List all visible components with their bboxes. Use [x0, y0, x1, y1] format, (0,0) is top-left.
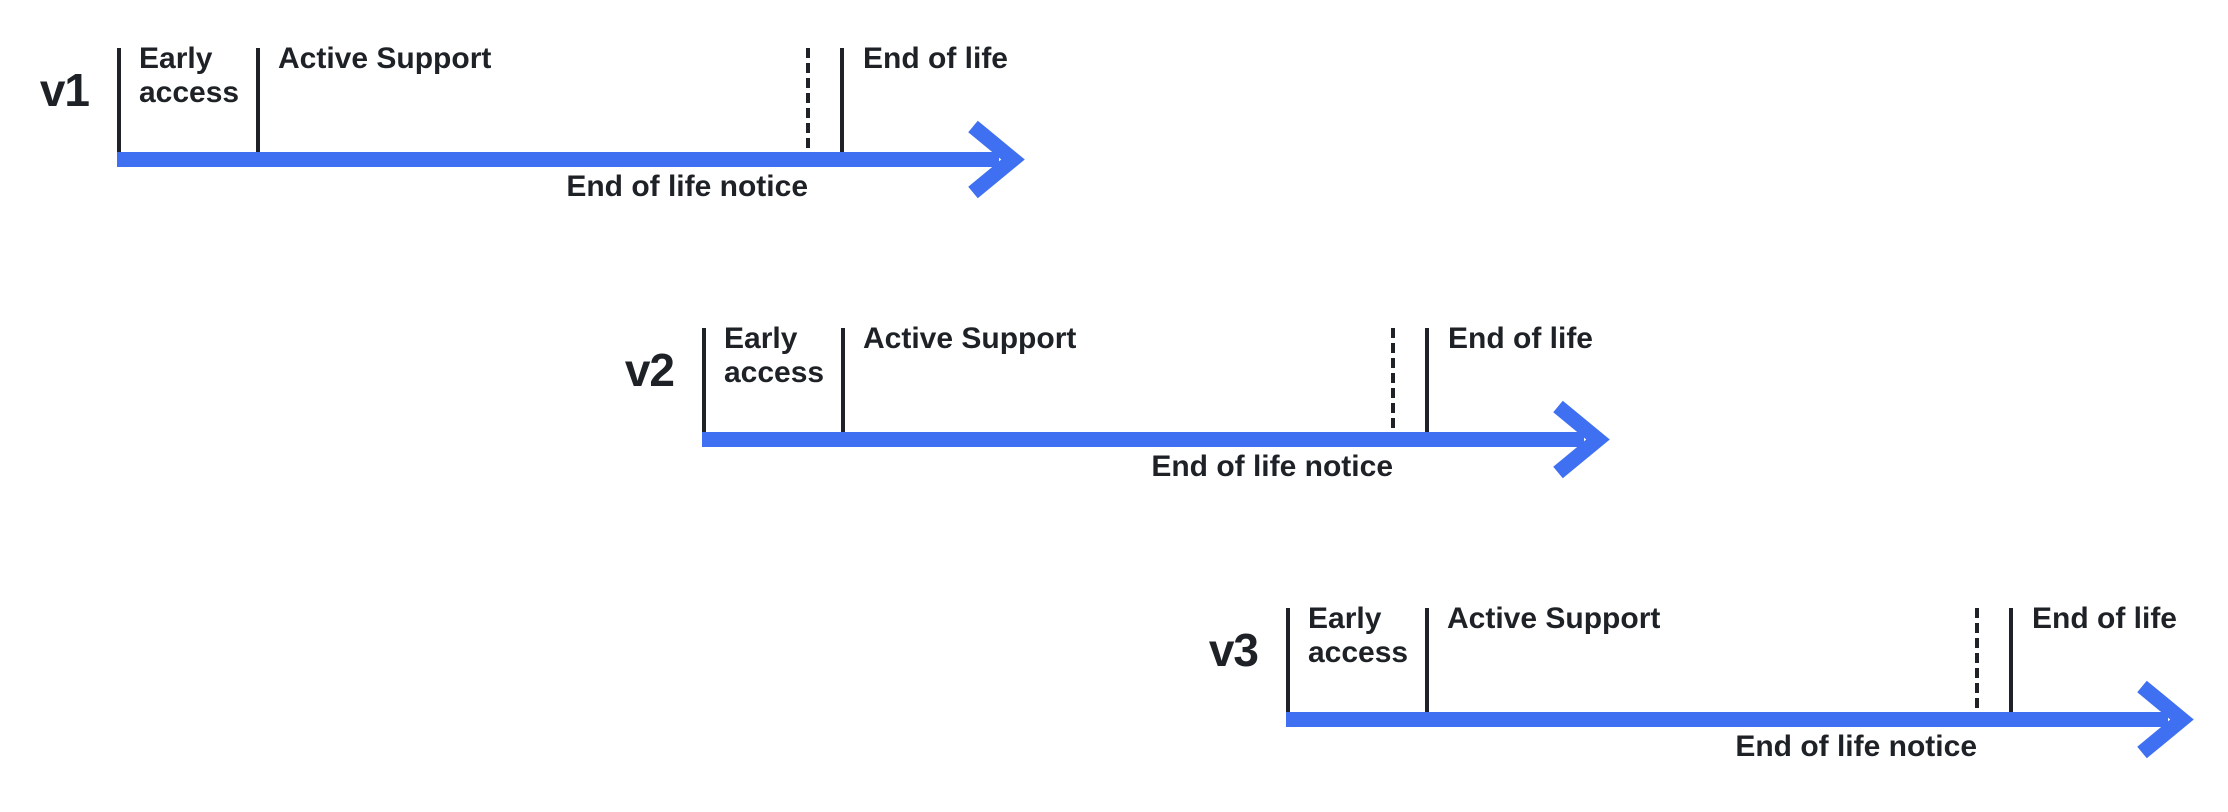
timeline-row-v2: v2 Early access Active Support End of li… [625, 322, 1642, 528]
phase-label-end-of-life: End of life [2032, 602, 2177, 635]
version-label: v2 [624, 344, 675, 396]
tick-active-support-start [841, 328, 845, 432]
tick-end-of-life [840, 48, 844, 152]
phase-label-early-access: Early access [139, 42, 240, 109]
tick-early-access-start [117, 48, 121, 152]
arrow-head [2137, 680, 2194, 759]
arrow-head [968, 120, 1025, 199]
timeline-arrow [1286, 680, 2194, 759]
version-label: v3 [1208, 624, 1259, 676]
phase-label-active-support: Active Support [1447, 602, 1661, 635]
timeline-row-v1: v1 Early access Active Support End of li… [40, 42, 1057, 248]
tick-early-access-start [1286, 608, 1290, 712]
version-label: v1 [39, 64, 90, 116]
tick-active-support-start [256, 48, 260, 152]
timeline-row-v3: v3 Early access Active Support End of li… [1209, 602, 2226, 808]
phase-label-active-support: Active Support [863, 322, 1077, 355]
phase-label-end-of-life-notice: End of life notice [1151, 450, 1393, 483]
arrow-head [1553, 400, 1610, 479]
tick-end-of-life-notice-dashed [806, 48, 810, 148]
phase-label-end-of-life: End of life [863, 42, 1008, 75]
tick-early-access-start [702, 328, 706, 432]
phase-label-end-of-life: End of life [1448, 322, 1593, 355]
phase-label-end-of-life-notice: End of life notice [566, 170, 808, 203]
phase-label-end-of-life-notice: End of life notice [1735, 730, 1977, 763]
timeline-arrow [702, 400, 1610, 479]
tick-end-of-life [2009, 608, 2013, 712]
tick-end-of-life [1425, 328, 1429, 432]
tick-active-support-start [1425, 608, 1429, 712]
phase-label-active-support: Active Support [278, 42, 492, 75]
tick-end-of-life-notice-dashed [1391, 328, 1395, 428]
tick-end-of-life-notice-dashed [1975, 608, 1979, 708]
phase-label-early-access: Early access [724, 322, 825, 389]
timeline-arrow [117, 120, 1025, 199]
phase-label-early-access: Early access [1308, 602, 1409, 669]
